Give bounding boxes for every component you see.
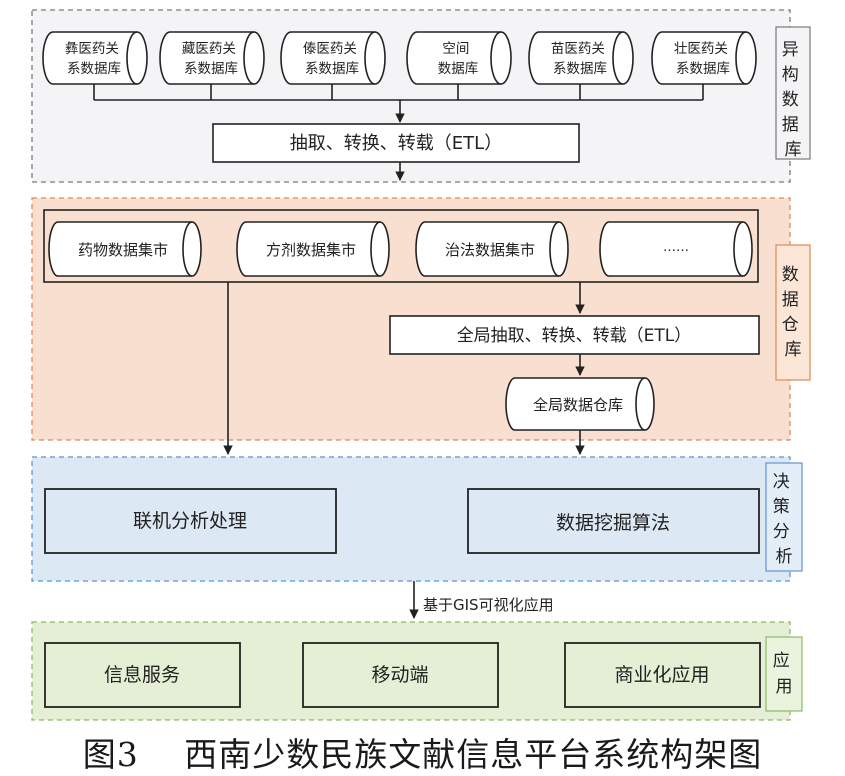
layer-heterogeneous-label-c3: 数 — [782, 90, 799, 110]
database-cylinder: 傣医药关 系数据库 — [280, 31, 386, 85]
mart-cylinder: 方剂数据集市 — [236, 221, 390, 277]
svg-text:苗医药关 系数据库: 苗医药关 系数据库 — [551, 41, 609, 77]
info-service-box — [44, 642, 241, 708]
database-label-line1: 壮医药关 — [674, 41, 728, 57]
layer-warehouse-label-c3: 仓 — [782, 315, 799, 335]
layer-heterogeneous-label-box — [775, 26, 811, 160]
layer-warehouse: 数 据 仓 库 药物数据集市 方剂数据集市 治法数据集市 …… — [31, 197, 811, 441]
layer-decision: 决 策 分 析 联机分析处理 数据挖掘算法 — [31, 456, 803, 582]
figure-caption: 图3 西南少数民族文献信息平台系统构架图 — [82, 735, 763, 774]
olap-box — [44, 488, 337, 554]
database-label-line1: 傣医药关 — [303, 41, 357, 57]
layer-heterogeneous-label-c5: 库 — [785, 140, 802, 160]
database-cylinder: 壮医药关 系数据库 — [651, 31, 757, 85]
svg-text:傣医药关 系数据库: 傣医药关 系数据库 — [303, 41, 361, 77]
database-cylinder: 苗医药关 系数据库 — [528, 31, 634, 85]
architecture-diagram: 异 构 数 据 库 彝医药关 系数据库 藏医药关 系数据库 — [31, 9, 811, 721]
mart-container — [43, 209, 759, 283]
mart-cylinder: …… — [599, 221, 753, 277]
svg-text:空间 数据库: 空间 数据库 — [438, 41, 479, 77]
layer-warehouse-label: 数 据 仓 库 — [782, 265, 804, 360]
layer-application-label-c2: 用 — [776, 677, 793, 697]
layer-heterogeneous-label-c4: 据 — [782, 115, 799, 135]
commercial-box — [564, 642, 761, 708]
database-label-line2: 系数据库 — [184, 61, 238, 77]
info-service-label: 信息服务 — [104, 664, 180, 686]
layer-heterogeneous-label-c2: 构 — [782, 65, 799, 85]
layer-decision-label-c4: 析 — [776, 547, 793, 567]
database-label-line1: 空间 — [442, 41, 469, 57]
data-mining-label: 数据挖掘算法 — [556, 512, 670, 534]
layer-application: 应 用 信息服务 移动端 商业化应用 — [31, 621, 803, 721]
olap-label: 联机分析处理 — [133, 510, 247, 532]
layer-warehouse-label-c4: 库 — [785, 340, 802, 360]
mart-label: …… — [663, 240, 689, 255]
svg-text:壮医药关 系数据库: 壮医药关 系数据库 — [674, 41, 732, 77]
layer-application-label-c1: 应 — [773, 651, 790, 671]
layer-application-label-box — [765, 636, 803, 712]
etl-box — [212, 123, 580, 163]
global-etl-label: 全局抽取、转换、转载（ETL） — [457, 326, 692, 346]
mart-cylinder: 药物数据集市 — [48, 221, 202, 277]
layer-heterogeneous-label-c1: 异 — [782, 40, 799, 60]
layer-warehouse-label-box — [775, 244, 811, 381]
database-label-line1: 藏医药关 — [182, 41, 236, 57]
global-etl-box — [389, 315, 760, 355]
database-label-line1: 苗医药关 — [551, 41, 605, 57]
database-connectors — [93, 84, 704, 123]
global-warehouse-label: 全局数据仓库 — [533, 396, 623, 414]
database-cylinder: 空间 数据库 — [406, 31, 512, 85]
layer-heterogeneous: 异 构 数 据 库 彝医药关 系数据库 藏医药关 系数据库 — [31, 9, 811, 183]
etl-label: 抽取、转换、转载（ETL） — [290, 133, 502, 154]
database-label-line2: 系数据库 — [305, 61, 359, 77]
database-label-line2: 数据库 — [438, 61, 479, 77]
database-cylinder: 藏医药关 系数据库 — [159, 31, 265, 85]
mart-label: 方剂数据集市 — [266, 241, 356, 259]
layer-decision-label: 决 策 分 析 — [773, 472, 795, 567]
database-label-line2: 系数据库 — [676, 61, 730, 77]
database-label-line2: 系数据库 — [553, 61, 607, 77]
layer-heterogeneous-label: 异 构 数 据 库 — [782, 40, 804, 160]
database-cylinder: 彝医药关 系数据库 — [42, 31, 148, 85]
database-label-line2: 系数据库 — [67, 61, 121, 77]
mart-label: 治法数据集市 — [445, 241, 535, 259]
layer-warehouse-label-c2: 据 — [782, 290, 799, 310]
layer-decision-label-box — [765, 462, 803, 572]
layer-decision-label-c2: 策 — [773, 497, 790, 517]
layer-decision-label-c1: 决 — [773, 472, 790, 492]
commercial-label: 商业化应用 — [614, 664, 709, 686]
mart-cylinder: 治法数据集市 — [415, 221, 569, 277]
gis-label: 基于GIS可视化应用 — [423, 596, 554, 614]
svg-text:彝医药关 系数据库: 彝医药关 系数据库 — [65, 41, 123, 77]
mart-label: 药物数据集市 — [78, 241, 168, 259]
global-warehouse-cylinder: 全局数据仓库 — [505, 377, 655, 431]
layer-application-label: 应 用 — [773, 651, 795, 697]
data-mining-box — [467, 488, 760, 554]
layer-decision-label-c3: 分 — [773, 522, 790, 542]
svg-text:藏医药关 系数据库: 藏医药关 系数据库 — [182, 41, 240, 77]
layer-warehouse-label-c1: 数 — [782, 265, 799, 285]
mobile-label: 移动端 — [371, 664, 428, 686]
database-label-line1: 彝医药关 — [65, 41, 119, 57]
mobile-box — [302, 642, 499, 708]
